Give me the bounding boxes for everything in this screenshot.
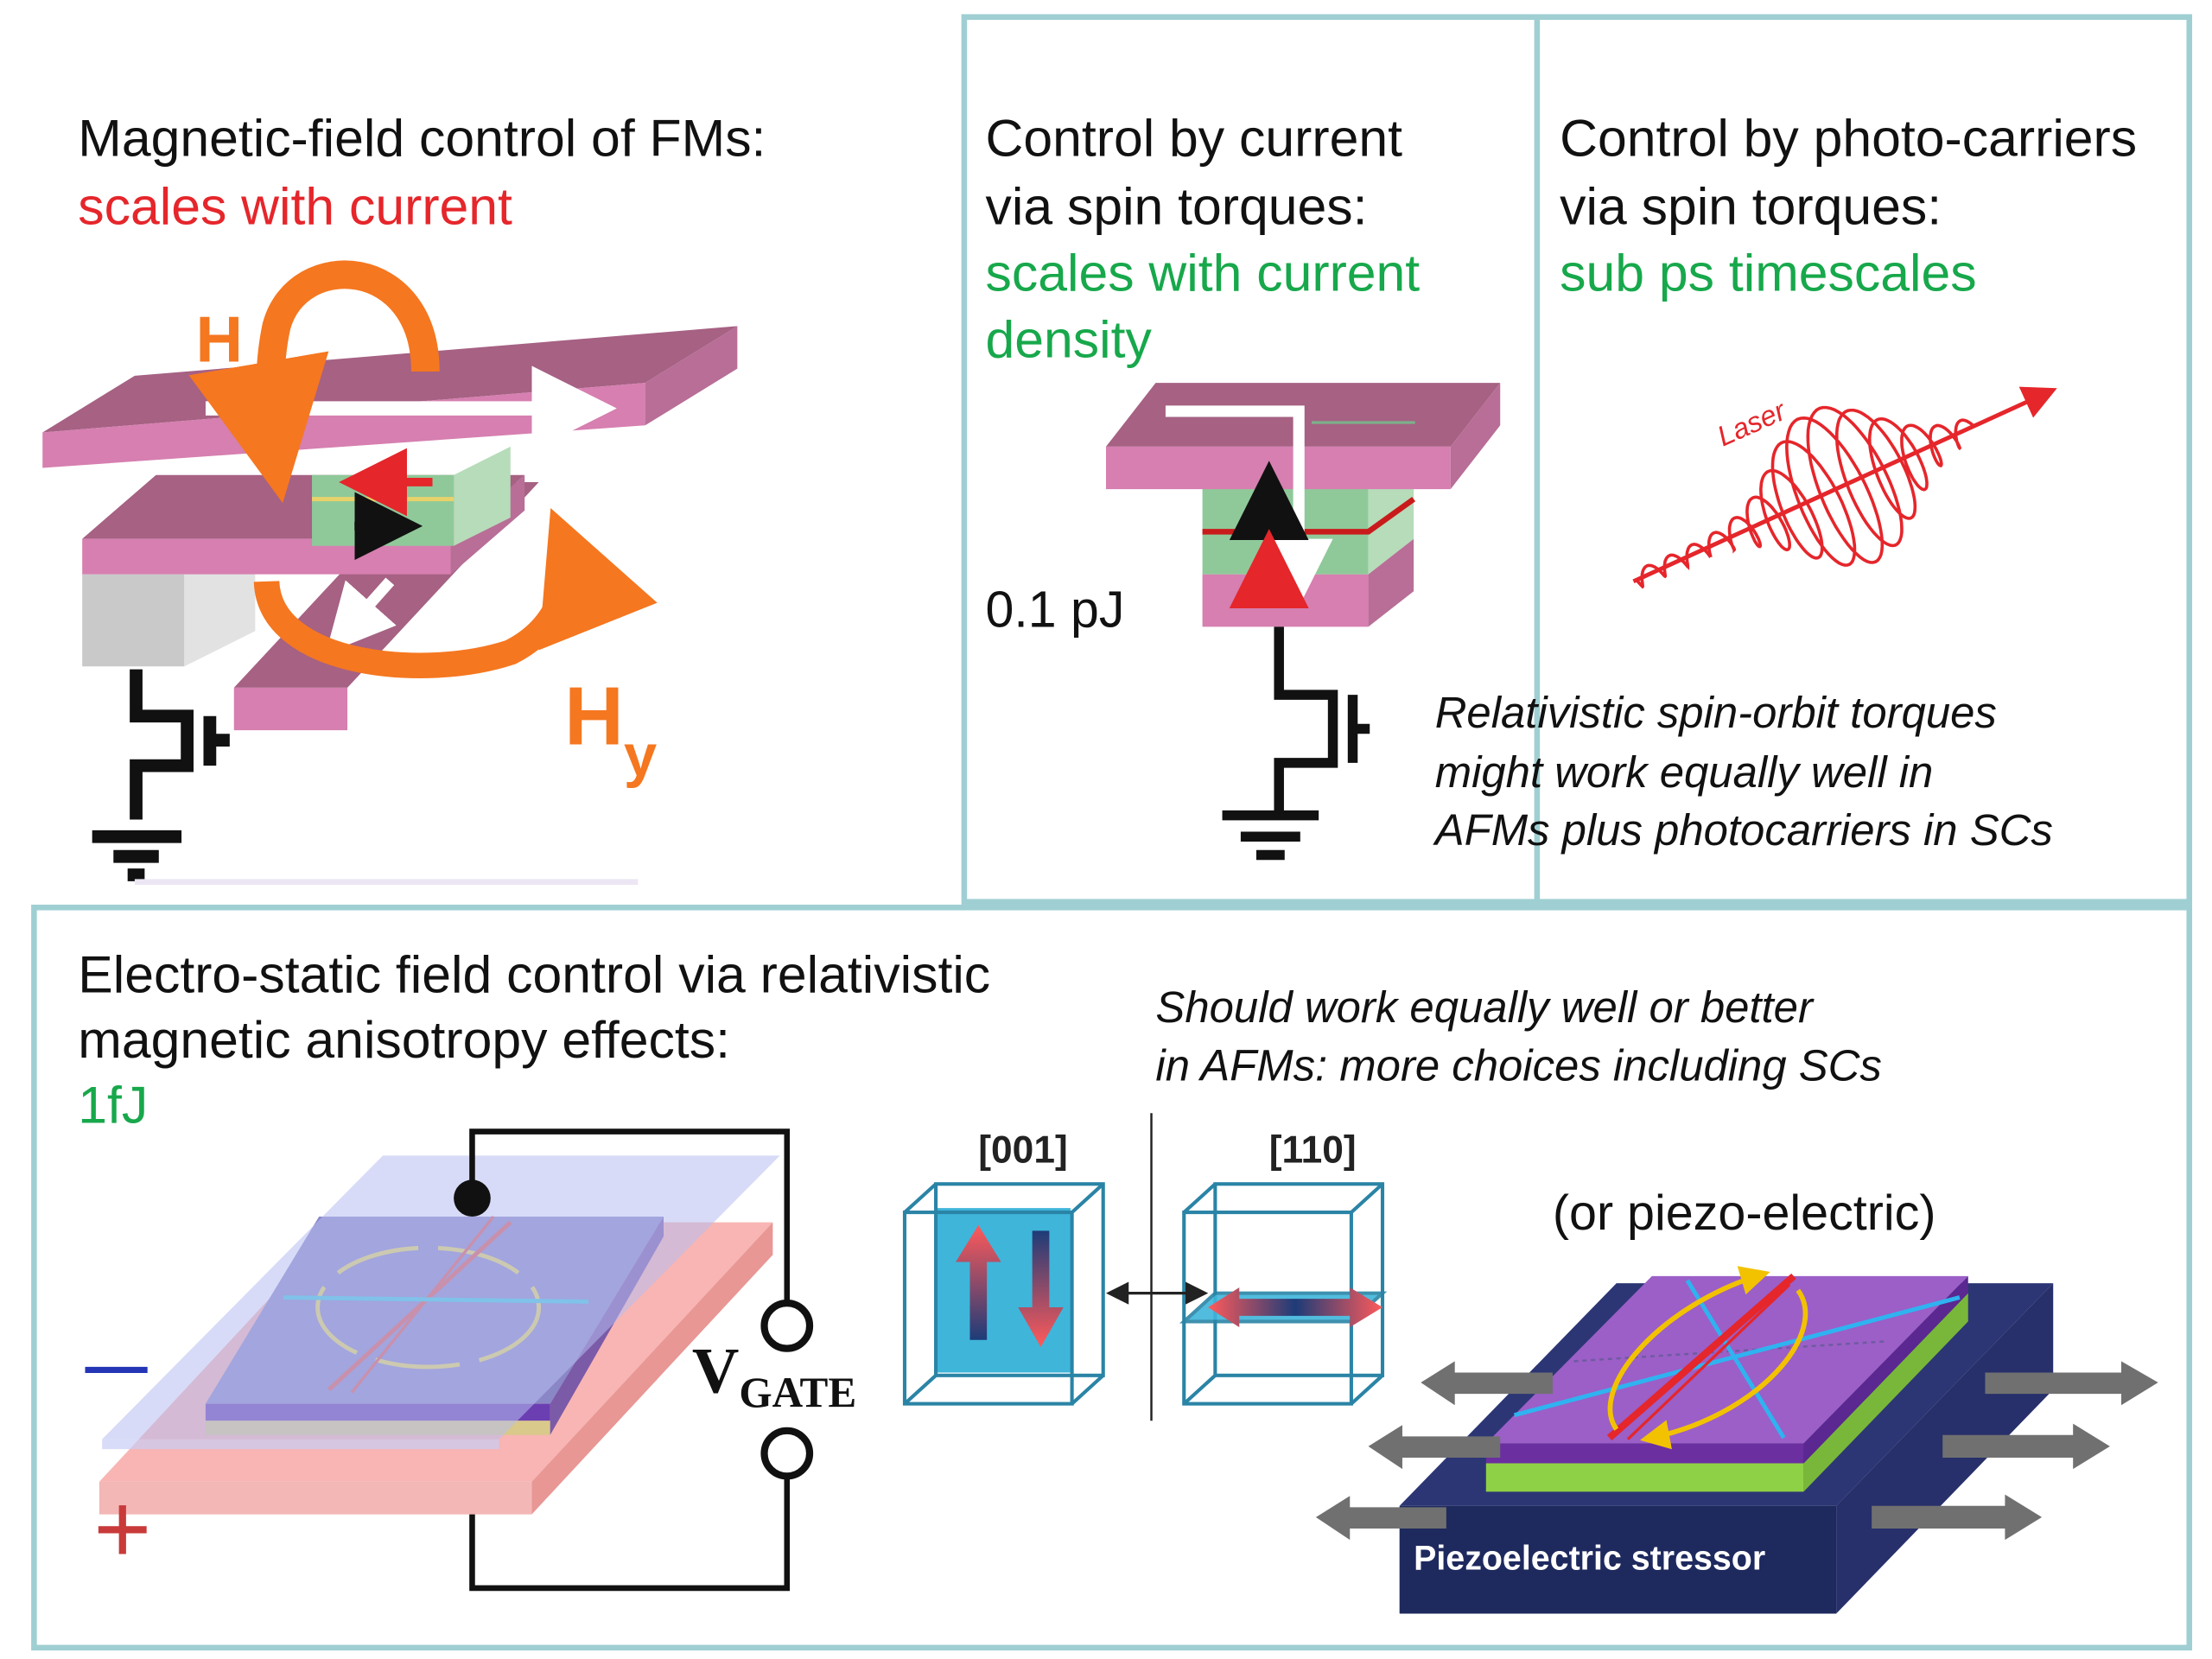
lime-layer-front [1485,1463,1804,1492]
panel-stt-subtitle-line1: scales with current [986,243,1421,302]
vgate-label: VGATE [692,1335,856,1415]
cube-left-label: [001] [978,1129,1067,1172]
piezo-header: (or piezo-electric) [1553,1185,1936,1241]
stt-top-side [1450,383,1501,490]
film-front [1485,1443,1804,1464]
field-label-hy-main: H [564,671,624,763]
panel-es-energy: 1fJ [78,1076,148,1135]
note-afm: Should work equally well or better in AF… [1155,982,1881,1090]
vgate-sub: GATE [739,1369,856,1416]
cube-001 [902,1182,1105,1406]
panel-fm-title: Magnetic-field control of FMs: [78,109,766,168]
cube-001-spin-down [1018,1230,1064,1347]
minus-sign: — [85,1332,148,1401]
cube-001-fill [936,1208,1071,1373]
panel-es-title-line2: magnetic anisotropy effects: [78,1010,730,1069]
stt-bottom-side [1368,538,1414,627]
film-red-axis [1606,1273,1796,1441]
laser-coil [1635,405,1976,589]
cube-110-spin-pair [1208,1287,1382,1327]
stressor-label: Piezoelectric stressor [1414,1540,1765,1578]
field-label-hy: Hy [564,671,657,789]
bottom-bar-front [233,687,348,731]
film-side [1803,1275,1968,1464]
frame-bottom [31,904,2193,1651]
field-loop-hy [253,507,658,678]
film-red-axis-2 [1626,1283,1791,1440]
panel-photo-subtitle: sub ps timescales [1560,243,1976,302]
panel-fm: Magnetic-field control of FMs: scales wi… [42,109,766,885]
plus-sign: + [93,1473,151,1584]
film-cyan-line-2 [1685,1279,1786,1440]
gate-terminal-top [760,1300,814,1352]
gate-contact-dot [454,1179,491,1217]
top-bar-side [645,326,738,426]
bottom-plate-front [99,1481,532,1515]
stress-arrow-left-1 [1421,1361,1553,1406]
stt-device-illustration [1106,383,1501,861]
fm-transistor-symbol [92,669,230,881]
cube-right-label: [110] [1269,1129,1357,1172]
panel-fm-subtitle: scales with current [78,176,512,235]
top-plate-front [102,1439,499,1450]
fm-device-illustration: H Hy [42,260,738,885]
stress-arrow-right-1 [1985,1361,2158,1406]
film-cyan-line-1 [1513,1295,1961,1418]
stress-arrow-left-3 [1315,1496,1446,1541]
note-sot-line1: Relativistic spin-orbit torques [1435,688,1997,737]
gate-wires [469,1128,791,1592]
panel-stt: Control by current via spin torques: sca… [986,109,1501,861]
panel-es: Electro-static field control via relativ… [78,945,990,1592]
laser-axis [1632,386,2057,584]
panel-stt-title-line1: Control by current [986,109,1403,168]
panel-photo: Control by photo-carriers via spin torqu… [1560,109,2137,589]
lime-layer-side [1803,1293,1968,1492]
panel-stt-title-line2: via spin torques: [986,176,1368,235]
note-afm-line1: Should work equally well or better [1155,982,1815,1032]
note-sot: Relativistic spin-orbit torques might wo… [1433,688,2053,855]
laser-coil-path [1635,405,1976,589]
panel-photo-title-line1: Control by photo-carriers [1560,109,2137,168]
vgate-main: V [692,1335,740,1407]
bottom-bar-current-arrow [325,577,397,654]
frame-top-right [961,14,2193,905]
stress-arrow-right-3 [1872,1494,2043,1541]
piezo-stack-illustration: Piezoelectric stressor [1315,1266,2158,1614]
panel-piezo: (or piezo-electric) Piezoelectric stress… [1315,1185,2158,1614]
film-yellow-arc-2 [1639,1288,1808,1450]
field-loop-h [188,260,440,504]
stt-transistor-symbol [1222,626,1370,861]
film-yellow-arc-1 [1607,1266,1770,1431]
note-sot-line3: AFMs plus photocarriers in SCs [1433,805,2053,855]
panel-photo-title-line2: via spin torques: [1560,176,1942,235]
grey-block-front [82,574,185,667]
panel-frames [31,14,2193,1651]
cube-001-spin-up [956,1224,1001,1340]
gate-terminal-bottom [760,1427,814,1480]
top-plate [102,1155,780,1440]
mtj-side [454,446,511,546]
note-sot-line2: might work equally well in [1435,747,1934,797]
stress-arrow-left-2 [1368,1425,1501,1470]
panel-es-title-line1: Electro-static field control via relativ… [78,945,990,1004]
gate-capacitor-illustration: VGATE — + [85,1128,856,1592]
note-afm-line2: in AFMs: more choices including SCs [1155,1040,1881,1090]
panel-stt-energy: 0.1 pJ [986,581,1125,638]
stressor-front [1399,1505,1837,1614]
field-label-h: H [195,302,243,375]
stt-top-front [1106,446,1451,490]
field-label-hy-sub: y [624,722,657,789]
laser-pulse-illustration: Laser [1632,386,2057,589]
bottom-plate-side [531,1222,773,1515]
panel-stt-subtitle-line2: density [986,310,1153,369]
afm-cubes: [001] [110] [902,1113,1388,1421]
stt-bottom-front [1202,574,1369,627]
